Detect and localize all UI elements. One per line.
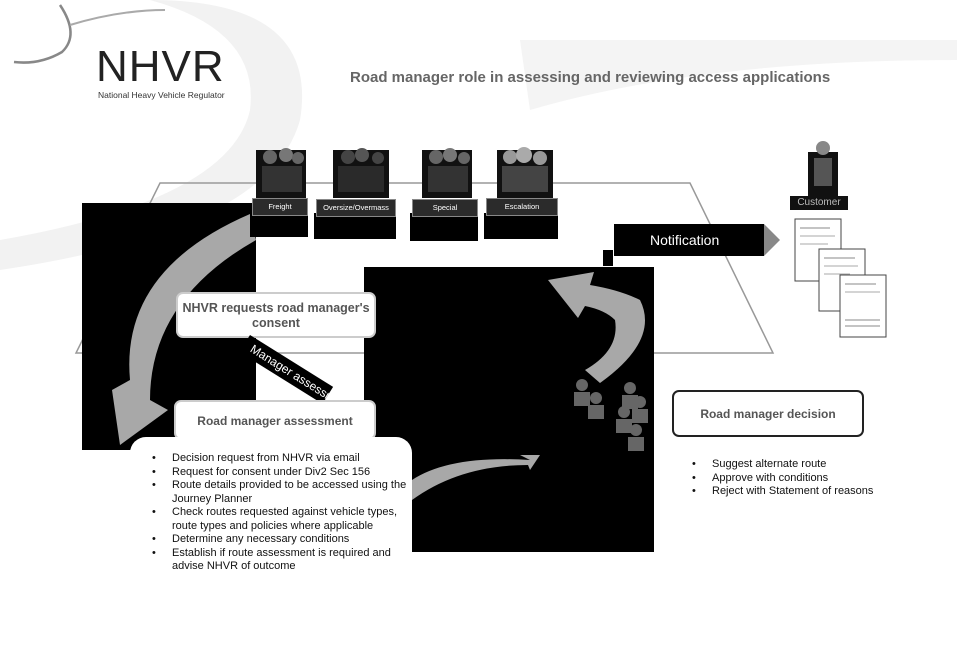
- team-freight-base: [250, 213, 308, 237]
- list-item: Suggest alternate route: [688, 458, 928, 472]
- logo-subtitle: National Heavy Vehicle Regulator: [98, 90, 225, 100]
- center-black-panel: [364, 267, 654, 552]
- customer-person-icon: [808, 141, 838, 196]
- page-title: Road manager role in assessing and revie…: [350, 69, 831, 86]
- arrow-down-curve-icon: [112, 214, 256, 445]
- team-special-people-icon: [422, 148, 472, 198]
- notification-documents-icon: [794, 218, 887, 338]
- list-item: Reject with Statement of reasons: [688, 485, 928, 499]
- team-freight-people-icon: [256, 148, 306, 198]
- decision-box: Road manager decision: [672, 390, 864, 437]
- customer-label: Customer: [790, 196, 848, 210]
- team-oversize-people-icon: [333, 148, 389, 198]
- decision-list: Suggest alternate route Approve with con…: [688, 458, 928, 499]
- list-item: Establish if route assessment is require…: [148, 547, 410, 574]
- arrow-right-curve-icon: [412, 455, 540, 500]
- assessment-list: Decision request from NHVR via email Req…: [148, 452, 410, 574]
- logo-swoosh-line: [69, 9, 166, 26]
- assessment-box: Road manager assessment: [174, 400, 376, 440]
- background-swoosh-right: [520, 40, 957, 110]
- list-item: Request for consent under Div2 Sec 156: [148, 466, 410, 480]
- list-item: Route details provided to be accessed us…: [148, 479, 410, 506]
- team-oversize-base: [314, 213, 396, 239]
- team-label-oversize: Oversize/Overmass: [316, 199, 396, 217]
- list-item: Decision request from NHVR via email: [148, 452, 410, 466]
- team-escalation-base: [484, 213, 558, 239]
- team-label-escalation: Escalation: [486, 198, 558, 216]
- team-label-special: Special: [412, 199, 478, 217]
- list-item: Check routes requested against vehicle t…: [148, 506, 410, 533]
- notification-tail: [603, 250, 613, 266]
- nhvr-logo: NHVR: [96, 42, 225, 91]
- background-swoosh: [0, 0, 303, 270]
- list-item: Determine any necessary conditions: [148, 533, 410, 547]
- list-item: Approve with conditions: [688, 472, 928, 486]
- notification-banner: Notification: [614, 224, 764, 256]
- team-special-base: [410, 213, 478, 241]
- arrow-up-curve-icon: [548, 272, 645, 383]
- consent-request-box: NHVR requests road manager's consent: [176, 292, 376, 338]
- team-label-freight: Freight: [252, 198, 308, 216]
- logo-swoosh-icon: [13, 4, 72, 64]
- road-managers-group-icon: [574, 379, 648, 451]
- team-escalation-people-icon: [497, 147, 553, 198]
- notification-arrow-icon: [764, 224, 780, 256]
